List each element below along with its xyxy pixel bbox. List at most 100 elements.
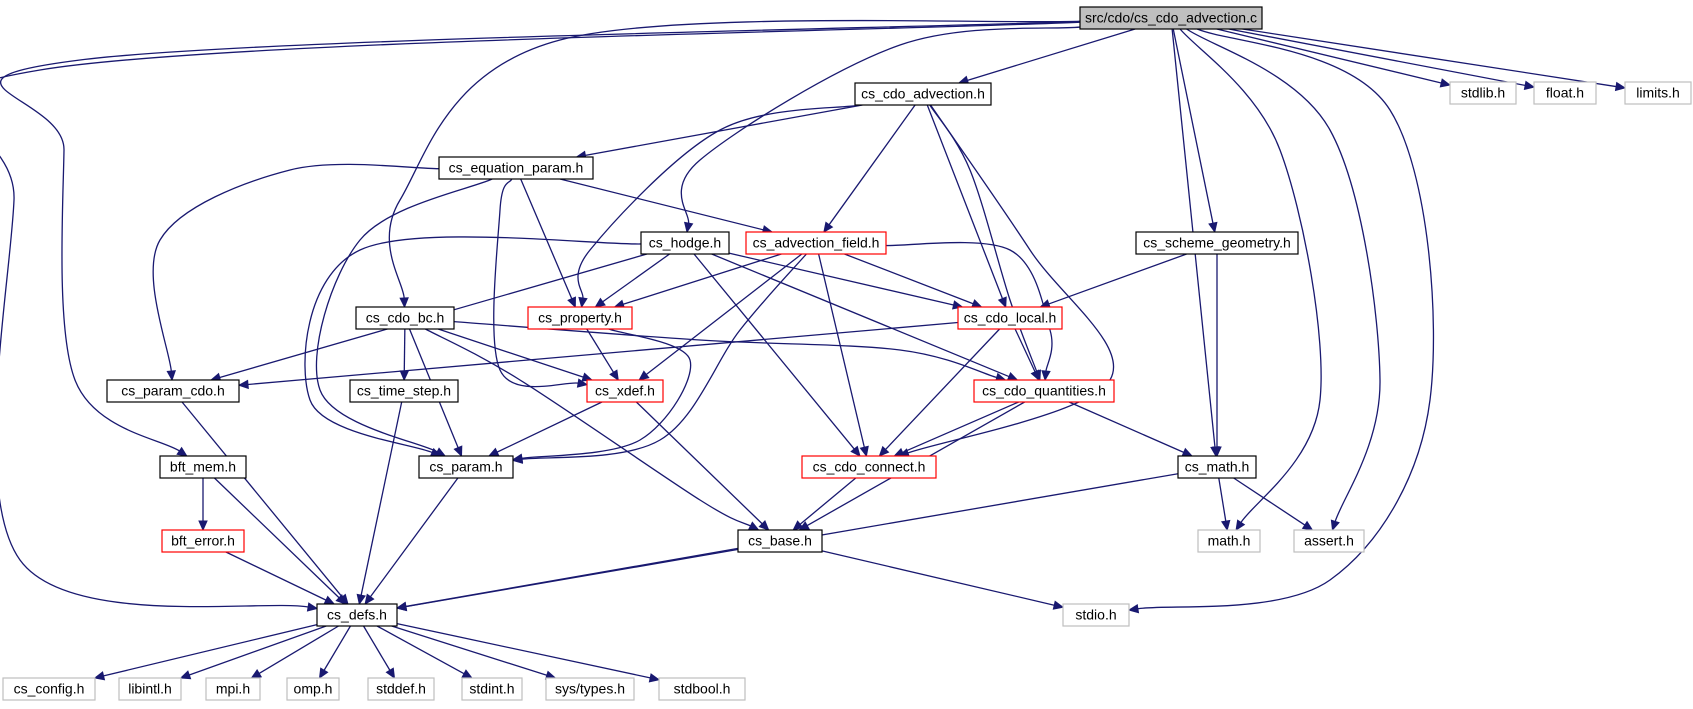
node-cs-advection-field-h[interactable]: cs_advection_field.h — [745, 231, 887, 255]
node-cs-property-h[interactable]: cs_property.h — [527, 306, 633, 330]
node-cs-cdo-advection-h[interactable]: cs_cdo_advection.h — [854, 82, 992, 106]
node-stddef-h: stddef.h — [367, 677, 435, 701]
edge-sgeom-to-mathh — [1212, 254, 1222, 458]
edge-root-to-defs — [0, 21, 1081, 612]
edge-mathh-to-math — [1218, 477, 1231, 532]
edge-root-to-sgeom — [1172, 28, 1218, 234]
edge-local-to-conn — [878, 328, 1001, 457]
node-bft-error-h[interactable]: bft_error.h — [161, 529, 245, 553]
edge-defs-to-config — [93, 623, 318, 681]
node-bft-mem-h[interactable]: bft_mem.h — [159, 455, 247, 479]
edge-bc-to-xdef — [437, 328, 594, 382]
node-label: cs_param_cdo.h — [121, 383, 225, 399]
node-cs-hodge-h[interactable]: cs_hodge.h — [640, 231, 730, 255]
nodes-layer: src/cdo/cs_cdo_advection.c cs_cdo_advecti… — [2, 6, 1692, 701]
edge-xdef-to-base — [635, 401, 770, 531]
node-box — [461, 677, 523, 701]
node-cs-scheme-geometry-h[interactable]: cs_scheme_geometry.h — [1135, 231, 1299, 255]
edge-quant-to-conn — [893, 401, 1019, 457]
node-box — [159, 455, 247, 479]
node-cs-base-h[interactable]: cs_base.h — [737, 529, 823, 553]
node-box — [205, 677, 261, 701]
node-label: cs_xdef.h — [595, 383, 655, 399]
node-cs-equation-param-h[interactable]: cs_equation_param.h — [438, 156, 594, 180]
edge-root-to-bftmem — [0, 20, 1081, 457]
edge-prop-to-param — [511, 328, 692, 463]
node-box — [367, 677, 435, 701]
node-box — [1449, 81, 1517, 105]
node-cs-math-h[interactable]: cs_math.h — [1177, 455, 1257, 479]
edge-root-to-hodge — [680, 26, 1081, 234]
node-cs-defs-h[interactable]: cs_defs.h — [316, 603, 398, 627]
edge-defs-to-omp — [318, 625, 352, 680]
node-box — [973, 379, 1115, 403]
node-cs-cdo-local-h[interactable]: cs_cdo_local.h — [957, 306, 1063, 330]
node-stdint-h: stdint.h — [461, 677, 523, 701]
node-label: sys/types.h — [555, 681, 625, 697]
node-label: limits.h — [1636, 85, 1680, 101]
node-limits-h: limits.h — [1624, 81, 1692, 105]
node-label: src/cdo/cs_cdo_advection.c — [1085, 10, 1257, 26]
node-cs-cdo-quantities-h[interactable]: cs_cdo_quantities.h — [973, 379, 1115, 403]
edge-defs-to-stdbool — [396, 622, 661, 683]
node-libintl-h: libintl.h — [118, 677, 182, 701]
node-label: cs_param.h — [429, 459, 502, 475]
edge-bftmem-to-defs — [213, 477, 347, 605]
edge-root-to-bc — [388, 19, 1081, 309]
node-src-cdo-cs-cdo-advection-c[interactable]: src/cdo/cs_cdo_advection.c — [1079, 6, 1263, 30]
node-label: stdio.h — [1075, 607, 1116, 623]
edge-param-to-defs — [364, 477, 459, 605]
node-stdlib-h: stdlib.h — [1449, 81, 1517, 105]
edge-mathh-to-assert — [1233, 477, 1314, 531]
node-box — [527, 306, 633, 330]
node-box — [1293, 529, 1365, 553]
edge-defs-to-mpi — [250, 625, 339, 679]
node-cs-cdo-bc-h[interactable]: cs_cdo_bc.h — [355, 306, 455, 330]
edge-adv_h-to-conn — [898, 104, 1115, 458]
node-cs-param-cdo-h[interactable]: cs_param_cdo.h — [106, 379, 240, 403]
edge-defs-to-stddef — [362, 625, 396, 680]
edge-root-to-assert — [1186, 28, 1381, 532]
edge-hodge-to-quant — [711, 253, 1019, 381]
node-box — [658, 677, 746, 701]
edge-advf-to-param — [511, 253, 807, 464]
node-box — [1197, 529, 1261, 553]
node-label: cs_cdo_connect.h — [813, 459, 926, 475]
node-label: bft_error.h — [171, 533, 235, 549]
node-math-h: math.h — [1197, 529, 1261, 553]
node-box — [349, 379, 459, 403]
node-label: cs_cdo_bc.h — [366, 310, 445, 326]
node-cs-param-h[interactable]: cs_param.h — [418, 455, 514, 479]
node-label: float.h — [1546, 85, 1584, 101]
node-sys-types-h: sys/types.h — [545, 677, 635, 701]
edge-hodge-to-conn — [693, 253, 861, 457]
node-cs-cdo-connect-h[interactable]: cs_cdo_connect.h — [801, 455, 937, 479]
edge-local-to-pcdo — [237, 321, 959, 390]
node-label: stdlib.h — [1461, 85, 1505, 101]
node-label: libintl.h — [128, 681, 172, 697]
node-label: math.h — [1208, 533, 1251, 549]
node-label: cs_cdo_advection.h — [861, 86, 985, 102]
edge-eqp-to-pcdo — [152, 163, 440, 382]
edge-base-to-defs — [395, 547, 739, 612]
node-box — [438, 156, 594, 180]
edge-pcdo-to-defs — [181, 401, 349, 605]
edge-tstep-to-defs — [356, 401, 403, 606]
node-box — [545, 677, 635, 701]
node-cs-time-step-h[interactable]: cs_time_step.h — [349, 379, 459, 403]
node-cs-xdef-h[interactable]: cs_xdef.h — [586, 379, 664, 403]
edge-quant-to-mathh — [1068, 401, 1194, 457]
node-box — [1135, 231, 1299, 255]
node-omp-h: omp.h — [286, 677, 340, 701]
node-label: cs_cdo_local.h — [964, 310, 1057, 326]
node-label: mpi.h — [216, 681, 250, 697]
node-box — [1533, 81, 1597, 105]
node-box — [1079, 6, 1263, 30]
edge-adv_h-to-local — [926, 104, 1007, 309]
node-label: cs_defs.h — [327, 607, 387, 623]
edge-xdef-to-param — [487, 401, 603, 457]
edge-bc-to-tstep — [399, 328, 410, 382]
edge-adv_h-to-prop — [577, 104, 862, 309]
node-label: bft_mem.h — [170, 459, 236, 475]
edge-bc-to-base — [425, 328, 760, 531]
